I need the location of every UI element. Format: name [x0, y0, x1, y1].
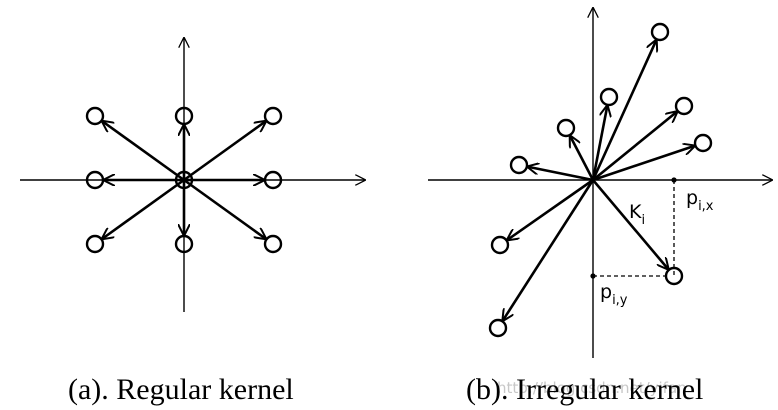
projection-dot-y [590, 273, 596, 279]
regular-sample-node [174, 106, 194, 126]
irregular-offset-arrow [503, 179, 595, 320]
irregular-offset-arrow [528, 167, 594, 182]
regular-sample-node [85, 106, 105, 126]
watermark-text: http://blog.csdn.net/yifan [497, 379, 687, 397]
irregular-kernel-caption: (b). Irregular kernel [466, 373, 703, 406]
p-iy-label: pi,y [600, 281, 628, 308]
irregular-sample-node [556, 118, 576, 138]
regular-offset-arrow [102, 178, 185, 239]
irregular-sample-node [674, 96, 694, 116]
regular-sample-node [263, 170, 283, 190]
regular-sample-node [174, 234, 194, 254]
regular-sample-node [263, 106, 283, 126]
regular-kernel-panel [20, 38, 365, 312]
irregular-offset-arrow [592, 112, 677, 182]
irregular-sample-node [490, 235, 510, 255]
irregular-sample-node [509, 155, 529, 175]
regular-kernel-caption: (a). Regular kernel [68, 373, 294, 406]
regular-offset-arrow [183, 121, 266, 182]
irregular-sample-node [650, 22, 670, 42]
regular-offset-arrow [102, 121, 185, 182]
irregular-offset-arrow [591, 40, 656, 181]
irregular-offset-arrow [591, 106, 607, 181]
kernel-offset-label: Ki [629, 201, 645, 228]
irregular-kernel-panel: Ki pi,x pi,y [428, 8, 772, 358]
p-ix-label: pi,x [686, 187, 714, 214]
regular-center-node [174, 170, 194, 190]
irregular-sample-node [488, 318, 508, 338]
regular-offset-arrow [183, 178, 266, 239]
irregular-offset-arrow [592, 146, 694, 182]
irregular-sample-node [599, 87, 619, 107]
regular-sample-node [85, 234, 105, 254]
irregular-sample-node [664, 266, 684, 286]
projection-dot-x [671, 177, 677, 183]
irregular-arrows [488, 22, 713, 338]
regular-arrows [85, 106, 283, 254]
irregular-offset-arrow [507, 178, 594, 240]
regular-sample-node [263, 234, 283, 254]
irregular-offset-arrow [570, 136, 595, 181]
regular-sample-node [85, 170, 105, 190]
irregular-sample-node [693, 133, 713, 153]
irregular-offset-arrow [592, 179, 668, 269]
